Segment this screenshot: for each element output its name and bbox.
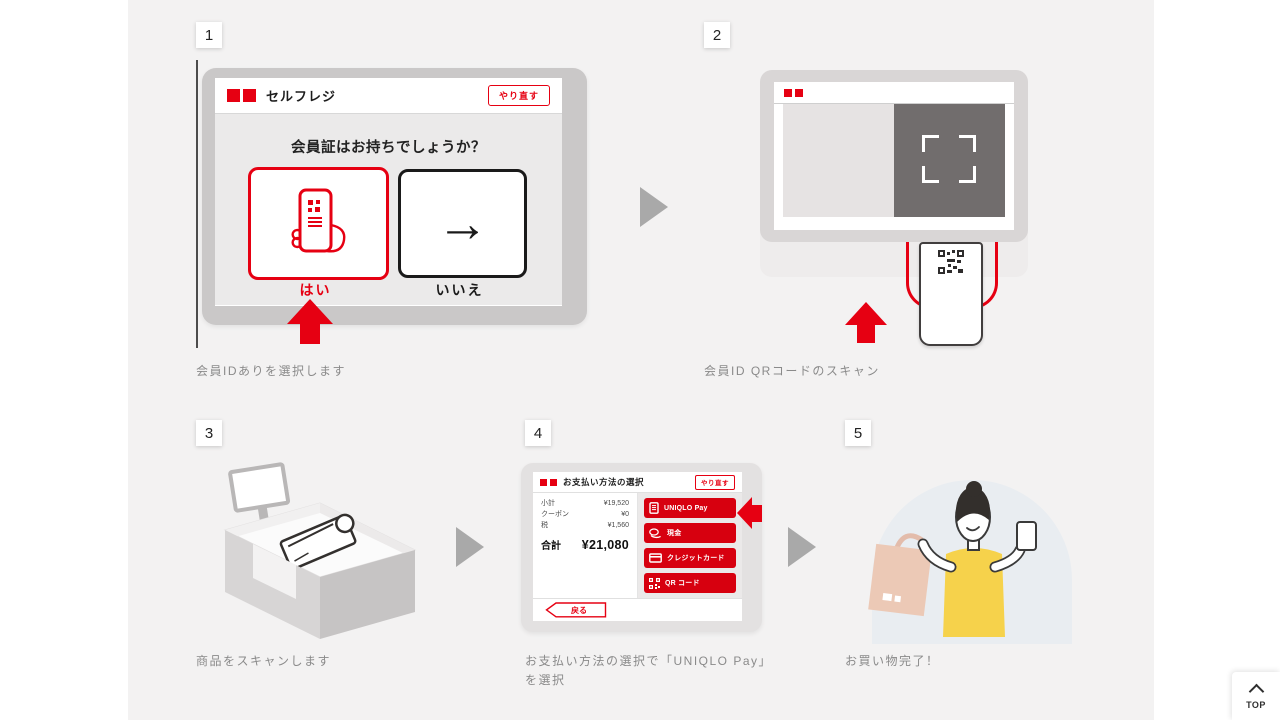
kiosk-header: セルフレジ やり直す: [215, 78, 562, 114]
grand-total-row: 合計 ¥21,080: [541, 538, 629, 552]
step-2-number: 2: [704, 22, 730, 48]
step-connector-arrow-2: [456, 527, 484, 567]
arrow-right-icon: →: [436, 194, 489, 253]
yes-label: はい: [299, 282, 332, 298]
step-3-number: 3: [196, 420, 222, 446]
chevron-up-icon: [1248, 683, 1264, 699]
yes-choice-button: [248, 167, 389, 280]
back-to-top-label: TOP: [1246, 699, 1266, 710]
no-label: いいえ: [435, 282, 484, 298]
uniqlo-logo-blocks-icon: [540, 478, 557, 486]
step-2-caption: 会員ID QRコードのスキャン: [704, 364, 880, 378]
arms-shape: [917, 538, 1026, 573]
step-1-kiosk-tablet: セルフレジ やり直す 会員証はお持ちでしょうか？: [202, 68, 587, 325]
payment-screen-title: お支払い方法の選択: [563, 477, 645, 487]
uniqlo-pay-icon: [649, 502, 659, 514]
step-connector-arrow-3: [788, 527, 816, 567]
hair-bun-shape: [966, 481, 982, 497]
hand-holding-phone-qr-icon: [290, 188, 345, 252]
back-button: 戻る: [545, 602, 607, 618]
step-1-caption: 会員IDありを選択します: [196, 364, 347, 378]
step-4-number: 4: [525, 420, 551, 446]
phone-icon: [1016, 521, 1037, 551]
back-to-top-button[interactable]: TOP: [1232, 672, 1280, 720]
qr-code-icon: [649, 577, 660, 589]
hair-shape: [955, 486, 990, 522]
kiosk-title: セルフレジ: [266, 89, 337, 104]
payment-screen-body: 小計¥19,520 クーポン¥0 税¥1,560 合計 ¥21,080: [533, 493, 742, 598]
scan-info-panel: [783, 104, 894, 217]
scan-screen-body: [774, 104, 1014, 217]
no-choice-button: →: [398, 169, 527, 278]
happy-shopper-illustration: [868, 481, 1037, 637]
uniqlo-logo-blocks-icon: [227, 89, 256, 102]
uniqlo-logo-blocks-icon: [784, 88, 803, 97]
highlight-arrow-left-step4: [737, 497, 762, 529]
payment-screen-header: お支払い方法の選択 やり直す: [533, 472, 742, 493]
step-1-number: 1: [196, 22, 222, 48]
payment-screen-footer: 戻る: [533, 598, 742, 621]
scan-screen-header: [774, 82, 1014, 104]
subtotal-row: 小計¥19,520: [541, 500, 629, 507]
credit-card-icon: [649, 553, 662, 563]
step-4-caption: お支払い方法の選択で「UNIQLO Pay」を選択: [525, 654, 767, 687]
shirt-icon: [279, 513, 357, 571]
payment-screen: お支払い方法の選択 やり直す 小計¥19,520 クーポン¥0 税¥1,560 …: [533, 472, 742, 621]
dress-shape: [943, 548, 1005, 637]
payment-button-credit-card: クレジットカード: [644, 548, 736, 568]
payment-button-cash: 現金: [644, 523, 736, 543]
highlight-arrow-up-step2: [845, 302, 887, 343]
back-button-label: 戻る: [570, 605, 587, 615]
scan-screen-footer: [774, 217, 1014, 230]
step-4-kiosk-tablet: お支払い方法の選択 やり直す 小計¥19,520 クーポン¥0 税¥1,560 …: [521, 463, 762, 632]
order-totals: 小計¥19,520 クーポン¥0 税¥1,560 合計 ¥21,080: [533, 493, 638, 598]
membership-question: 会員証はお持ちでしょうか？: [291, 140, 486, 156]
step-connector-arrow-1: [640, 187, 668, 227]
highlight-arrow-up-step1: [287, 299, 333, 344]
step-2-kiosk-tablet: [760, 70, 1028, 242]
payment-button-qr-code: QR コード: [644, 573, 736, 593]
kiosk-stand-line: [196, 60, 198, 348]
kiosk-body: 会員証はお持ちでしょうか？: [215, 114, 562, 305]
step-5-number: 5: [845, 420, 871, 446]
cash-coins-icon: [649, 527, 661, 538]
scan-bin-illustration: [223, 462, 417, 639]
step-3-caption: 商品をスキャンします: [196, 654, 332, 668]
shopping-bag-icon: [868, 543, 932, 617]
payment-method-list: UNIQLO Pay 現金 クレジットカ: [638, 493, 742, 598]
member-phone: [919, 242, 983, 346]
redo-button: やり直す: [487, 85, 550, 106]
redo-button: やり直す: [695, 474, 735, 490]
tax-row: 税¥1,560: [541, 522, 629, 529]
qr-code-icon: [938, 250, 964, 274]
camera-preview-panel: [894, 104, 1005, 217]
scan-frame-icon: [922, 135, 976, 183]
step-2-kiosk-screen: [774, 82, 1014, 230]
payment-button-uniqlo-pay: UNIQLO Pay: [644, 498, 736, 518]
step-1-kiosk-screen: セルフレジ やり直す 会員証はお持ちでしょうか？: [215, 78, 562, 306]
step-5-caption: お買い物完了！: [845, 654, 940, 668]
coupon-row: クーポン¥0: [541, 511, 629, 518]
